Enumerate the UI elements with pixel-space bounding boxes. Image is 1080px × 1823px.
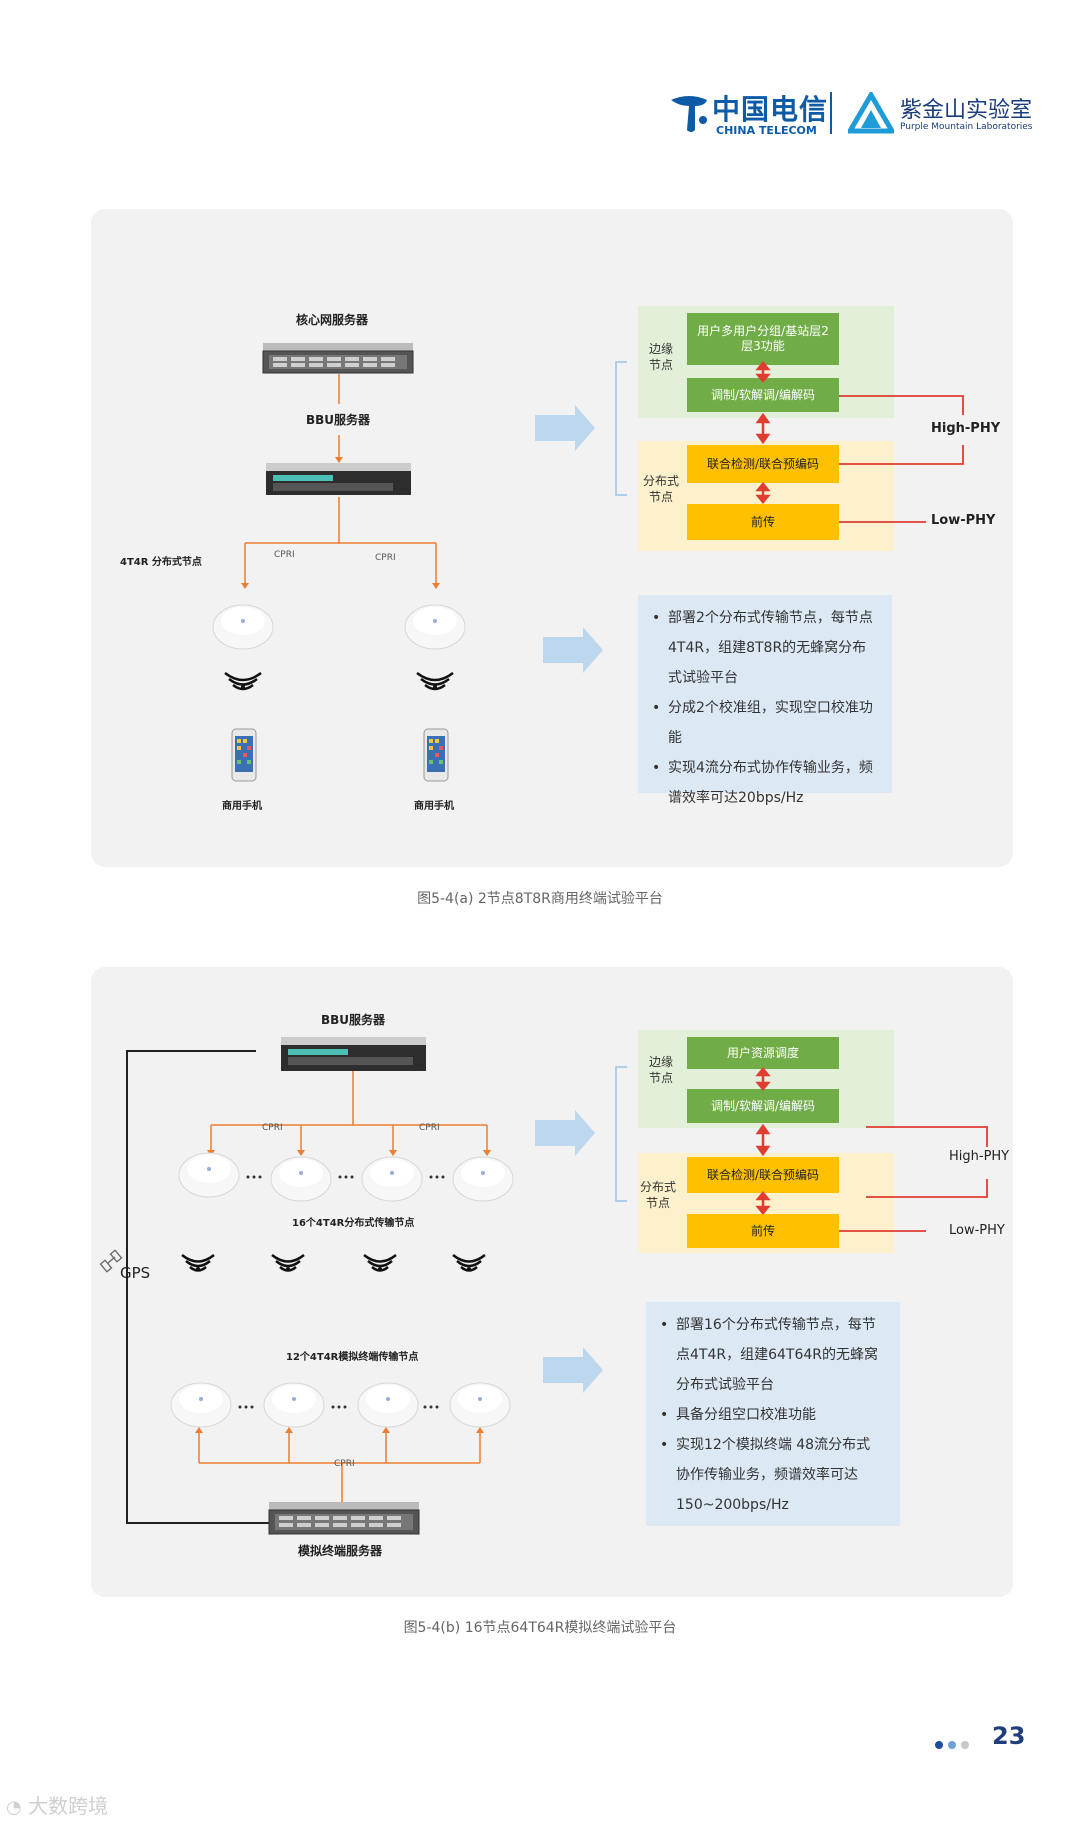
terminal-server-icon — [268, 1502, 420, 1535]
box-fronthaul: 前传 — [750, 1223, 775, 1238]
bbu-server-icon — [281, 1037, 426, 1071]
bullet-item: 具备分组空口校准功能 — [660, 1400, 884, 1430]
phone-icon-right — [423, 728, 449, 782]
figure-b-diagram — [99, 1030, 988, 1535]
watermark-icon: ◔ — [6, 1797, 22, 1818]
cpri-label-left: CPRI — [274, 550, 295, 560]
page-dots — [935, 1734, 974, 1753]
low-phy-label: Low-PHY — [931, 513, 996, 528]
ellipsis-icon — [246, 1175, 445, 1179]
bbu-server-icon — [266, 463, 411, 495]
dot-icon — [961, 1741, 969, 1749]
page-number: 23 — [992, 1722, 1026, 1750]
access-point-icon — [170, 1382, 511, 1428]
box-joint-detection: 联合检测/联合预编码 — [706, 1167, 820, 1182]
satellite-icon — [99, 1249, 123, 1273]
high-phy-label: High-PHY — [931, 421, 1001, 436]
distributed-node-label: 分布式节点 — [640, 1180, 677, 1210]
terminal-server-label: 模拟终端服务器 — [298, 1544, 383, 1558]
low-phy-label: Low-PHY — [949, 1223, 1005, 1238]
box-resource-scheduling: 用户资源调度 — [726, 1045, 799, 1060]
arrow-icon-b2 — [543, 1347, 603, 1393]
arrow-icon-b1 — [535, 1110, 595, 1156]
terminal-node-label: 12个4T4R模拟终端传输节点 — [286, 1352, 419, 1363]
bullet-item: 实现4流分布式协作传输业务，频谱效率可达20bps/Hz — [652, 753, 876, 813]
phone-label-right: 商用手机 — [414, 801, 454, 812]
node-label: 4T4R 分布式节点 — [120, 557, 202, 568]
figure-a-bullets: 部署2个分布式传输节点，每节点4T4R，组建8T8R的无蜂窝分布式试验平台 分成… — [638, 595, 892, 806]
china-telecom-en: CHINA TELECOM — [716, 124, 817, 137]
cpri-label-left: CPRI — [262, 1123, 283, 1133]
signal-icon — [181, 1254, 486, 1272]
box-joint-detection: 联合检测/联合预编码 — [706, 456, 820, 471]
edge-node-label: 边缘节点 — [648, 342, 673, 372]
box-modulation: 调制/软解调/编解码 — [710, 1098, 816, 1113]
core-server-icon — [262, 343, 414, 374]
box-modulation: 调制/软解调/编解码 — [710, 387, 816, 402]
figure-b-caption: 图5-4(b) 16节点64T64R模拟终端试验平台 — [403, 1620, 677, 1636]
access-point-icon-right — [404, 604, 466, 650]
ellipsis-icon — [238, 1405, 439, 1409]
phone-label-left: 商用手机 — [222, 801, 262, 812]
cpri-label-right: CPRI — [375, 553, 396, 563]
mountain-icon — [848, 92, 894, 134]
cpri-label-right: CPRI — [419, 1123, 440, 1133]
figure-b-bullets: 部署16个分布式传输节点，每节点4T4R，组建64T64R的无蜂窝分布式试验平台… — [646, 1302, 900, 1526]
pml-en: Purple Mountain Laboratories — [900, 122, 1033, 132]
arrow-icon-a2 — [543, 627, 603, 673]
access-point-icon — [178, 1152, 514, 1202]
bbu-server-label: BBU服务器 — [306, 413, 371, 427]
cpri-label-bottom: CPRI — [334, 1459, 355, 1469]
dot-icon — [948, 1741, 956, 1749]
edge-node-label: 边缘节点 — [648, 1055, 673, 1085]
figure-a-caption: 图5-4(a) 2节点8T8R商用终端试验平台 — [417, 891, 663, 907]
watermark-text: 大数跨境 — [28, 1794, 109, 1818]
node-label: 16个4T4R分布式传输节点 — [292, 1218, 415, 1229]
bbu-server-label: BBU服务器 — [321, 1013, 386, 1027]
arrow-icon-a1 — [535, 405, 595, 451]
bullet-item: 部署2个分布式传输节点，每节点4T4R，组建8T8R的无蜂窝分布式试验平台 — [652, 603, 876, 693]
bullet-item: 分成2个校准组，实现空口校准功能 — [652, 693, 876, 753]
phone-icon-left — [231, 728, 257, 782]
watermark: ◔ 大数跨境 — [6, 1790, 108, 1819]
china-telecom-cn: 中国电信 — [712, 93, 829, 126]
china-telecom-icon — [671, 96, 707, 132]
logo-divider — [830, 92, 832, 134]
figure-a-diagram — [212, 306, 964, 782]
high-phy-label: High-PHY — [949, 1149, 1010, 1164]
gps-label: GPS — [120, 1264, 151, 1282]
access-point-icon-left — [212, 604, 274, 650]
dot-icon — [935, 1741, 943, 1749]
bullet-item: 部署16个分布式传输节点，每节点4T4R，组建64T64R的无蜂窝分布式试验平台 — [660, 1310, 884, 1400]
distributed-node-label: 分布式节点 — [643, 474, 680, 504]
box-fronthaul: 前传 — [750, 514, 775, 529]
pml-cn: 紫金山实验室 — [900, 98, 1033, 123]
core-server-label: 核心网服务器 — [296, 313, 369, 327]
box-user-grouping: 用户多用户分组/基站层2层3功能 — [697, 324, 829, 353]
bullet-item: 实现12个模拟终端 48流分布式协作传输业务，频谱效率可达150~200bps/… — [660, 1430, 884, 1520]
